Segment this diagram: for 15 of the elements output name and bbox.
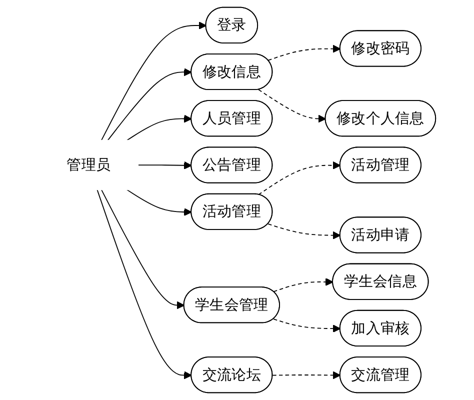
arrow bbox=[137, 161, 192, 170]
arrow bbox=[126, 189, 192, 216]
arrow bbox=[106, 68, 192, 141]
arrow bbox=[258, 161, 340, 196]
arrow bbox=[272, 371, 340, 380]
arrow bbox=[267, 44, 340, 61]
arrow bbox=[100, 189, 184, 310]
arrow bbox=[272, 318, 340, 333]
arrow bbox=[272, 278, 333, 292]
node-text: 管理员 bbox=[66, 156, 110, 174]
arrow bbox=[267, 224, 340, 240]
arrow bbox=[126, 114, 192, 141]
arrow bbox=[100, 22, 206, 141]
arrow bbox=[258, 89, 326, 123]
arrow bbox=[96, 189, 192, 380]
